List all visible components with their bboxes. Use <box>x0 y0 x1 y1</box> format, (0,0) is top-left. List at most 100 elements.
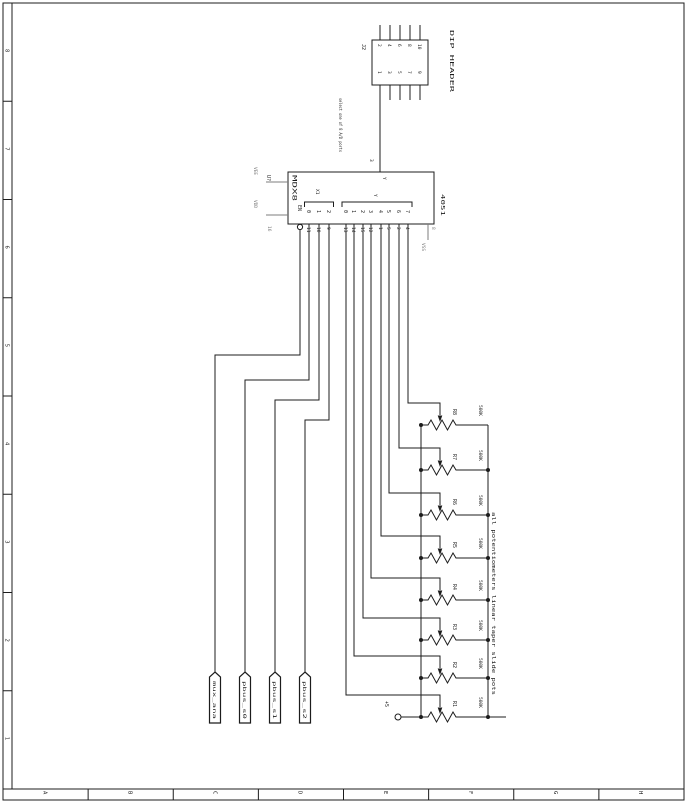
vss-pin-label: VSS <box>420 243 426 251</box>
supply-label: +5 <box>383 701 389 707</box>
pot-designator: R2 <box>451 662 457 668</box>
pot-value: 500K <box>477 538 483 549</box>
dip-pin-number: 7 <box>406 71 412 74</box>
pin-label: 0 <box>305 210 311 213</box>
enable-bubble <box>296 223 304 231</box>
pin-number: 4 <box>404 227 410 230</box>
pot-body-R8 <box>421 418 488 432</box>
junction-dot <box>419 676 423 680</box>
pot-designator: R7 <box>451 454 457 460</box>
junction-dot <box>486 556 490 560</box>
pot-designator: R8 <box>451 409 457 415</box>
pin-label: 6 <box>395 210 401 213</box>
vdd-pin-number: 16 <box>266 226 272 232</box>
pot-body-R3 <box>421 633 488 647</box>
frame-col-label: E <box>382 791 388 794</box>
net-flag <box>208 671 222 724</box>
frame-col-label: C <box>212 791 218 794</box>
junction-dot <box>419 513 423 517</box>
pin-number: 12 <box>367 227 373 233</box>
junction-dot <box>486 468 490 472</box>
net-flag-label: mux_ana <box>211 681 216 720</box>
junction-dot <box>419 598 423 602</box>
net-flag-label: pbus_s0 <box>241 681 247 720</box>
net-wire <box>407 224 441 415</box>
pot-designator: R4 <box>451 584 457 590</box>
pot-wiper-arrow <box>437 590 443 597</box>
frame-row-label: 2 <box>3 639 9 642</box>
pin-label: 2 <box>325 210 331 213</box>
pot-wiper-arrow <box>437 460 443 467</box>
dip-pin-number: 1 <box>376 71 382 74</box>
net-flag <box>238 671 252 724</box>
frame-row-label: 1 <box>3 737 9 740</box>
mux-part-number: 4051 <box>439 194 445 216</box>
pot-body-R2 <box>421 671 488 685</box>
pot-wiper-arrow <box>437 505 443 512</box>
pin-number: 1 <box>377 227 383 230</box>
pin-label: 4 <box>377 210 383 213</box>
pin-number: 10 <box>315 227 321 233</box>
pot-value: 500K <box>477 697 483 708</box>
pin-label: 1 <box>350 210 356 213</box>
pin-number: 5 <box>385 227 391 230</box>
junction-dot <box>486 676 490 680</box>
frame-col-label: D <box>297 791 303 794</box>
dip-designator: J2 <box>360 44 366 50</box>
pot-wiper-arrow <box>437 630 443 637</box>
pin-number: 2 <box>395 227 401 230</box>
frame-col-label: G <box>552 791 558 794</box>
pot-designator: R3 <box>451 624 457 630</box>
pin-number: 13 <box>342 227 348 233</box>
pot-designator: R1 <box>451 701 457 707</box>
select-brace <box>304 201 334 207</box>
net-wire <box>304 224 330 672</box>
dip-pin-number: 3 <box>386 71 392 74</box>
pot-value: 500K <box>477 495 483 506</box>
frame-row-label: 8 <box>3 49 9 52</box>
frame-row-label: 4 <box>3 442 9 446</box>
net-wire <box>398 224 441 460</box>
dip-pin-number: 4 <box>386 44 392 47</box>
frame-row-label: 3 <box>3 540 9 543</box>
frame-row-label: 6 <box>3 246 9 249</box>
junction-dot <box>486 513 490 517</box>
junction-dot <box>419 556 423 560</box>
pot-designator: R5 <box>451 542 457 548</box>
pot-value: 500K <box>477 450 483 461</box>
dip-pin-number: 6 <box>396 44 402 47</box>
vdd-pin-label: VDD <box>252 200 258 208</box>
pin-label: 1 <box>315 210 321 213</box>
net-wire <box>345 224 441 707</box>
pot-wiper-arrow <box>437 548 443 555</box>
common-pin-number: 3 <box>368 159 374 162</box>
pot-wiper-arrow <box>437 415 443 422</box>
mux-symbol-name: MDX8 <box>290 175 298 201</box>
net-wire <box>353 224 441 668</box>
junction-dot <box>419 468 423 472</box>
pot-value: 500K <box>477 620 483 631</box>
pin-label: 0 <box>342 210 348 213</box>
select-brace-label: X1 <box>314 189 320 195</box>
pot-value: 500K <box>477 405 483 416</box>
pin-number: 14 <box>350 227 356 233</box>
net-flag <box>268 671 282 724</box>
pot-value: 500K <box>477 658 483 669</box>
vee-pin-label: VEE <box>252 167 258 175</box>
pot-designator: R6 <box>451 499 457 505</box>
frame-row-label: 5 <box>3 344 9 347</box>
pot-body-R4 <box>421 593 488 607</box>
pots-note: all potentiometers linear taper slide po… <box>490 512 496 695</box>
junction-dot <box>419 638 423 642</box>
pin-number: 9 <box>325 227 331 230</box>
net-wire <box>244 224 310 672</box>
pin-label: 7 <box>404 210 410 213</box>
frame-col-label: F <box>467 791 473 794</box>
net-flag-label: pbus_s2 <box>301 681 307 720</box>
vss-pin-number: 8 <box>430 227 436 230</box>
net-flag-label: pbus_s1 <box>271 681 277 720</box>
dip-header-label: DIP HEADER <box>448 30 454 93</box>
adc-note: select one of 8 A/D ports <box>337 98 343 152</box>
common-pin-label: Y <box>381 177 387 180</box>
